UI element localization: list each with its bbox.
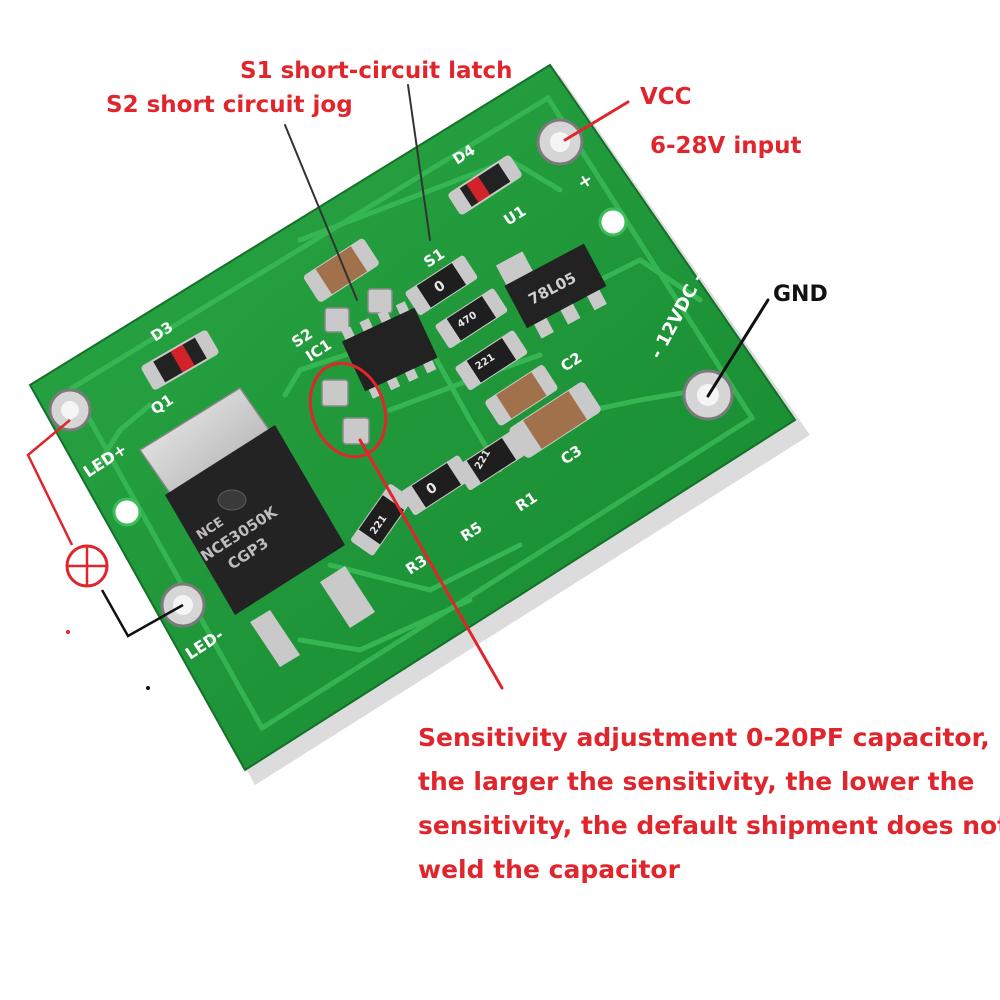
capacitor-c3 bbox=[509, 382, 601, 458]
vcc-input-callout: 6-28V input bbox=[650, 133, 802, 159]
capacitor-c2 bbox=[485, 365, 558, 426]
leader-gnd bbox=[706, 298, 770, 398]
resistor-s1 bbox=[405, 255, 478, 315]
leader-lines bbox=[284, 84, 770, 690]
capacitor-top-left bbox=[304, 238, 379, 302]
sensitivity-note-line-2: the larger the sensitivity, the lower th… bbox=[418, 767, 975, 796]
leader-sensitivity bbox=[358, 438, 504, 690]
s2-callout: S2 short circuit jog bbox=[106, 92, 353, 118]
pcb-board bbox=[28, 63, 797, 772]
vcc-callout: VCC bbox=[640, 84, 692, 110]
led-wiring bbox=[26, 419, 184, 638]
diode-d3 bbox=[141, 330, 219, 390]
sensitivity-note-line-1: Sensitivity adjustment 0-20PF capacitor, bbox=[418, 723, 990, 752]
sensitivity-pads bbox=[321, 379, 370, 445]
regulator-u1 bbox=[495, 243, 607, 339]
s1-callout: S1 short-circuit latch bbox=[240, 58, 513, 84]
sensitivity-note: Sensitivity adjustment 0-20PF capacitor,… bbox=[418, 716, 1000, 892]
resistor-c2-area bbox=[455, 330, 528, 390]
stray-dot-black bbox=[146, 686, 150, 690]
resistor-r5 bbox=[400, 455, 473, 515]
gnd-callout: GND bbox=[773, 282, 828, 307]
mosfet-q1 bbox=[138, 386, 375, 667]
diode-d4 bbox=[448, 155, 522, 215]
resistor-r1 bbox=[455, 430, 528, 490]
leader-s1 bbox=[407, 84, 431, 241]
leader-s2 bbox=[284, 124, 358, 301]
sensitivity-note-line-4: weld the capacitor bbox=[418, 855, 680, 884]
resistor-470 bbox=[435, 288, 508, 348]
stray-dot-red bbox=[66, 630, 70, 634]
sensitivity-note-line-3: sensitivity, the default shipment does n… bbox=[418, 811, 1000, 840]
leader-vcc bbox=[563, 100, 630, 142]
ic1-chip bbox=[341, 301, 438, 399]
sensitivity-highlight-circle bbox=[308, 361, 388, 459]
